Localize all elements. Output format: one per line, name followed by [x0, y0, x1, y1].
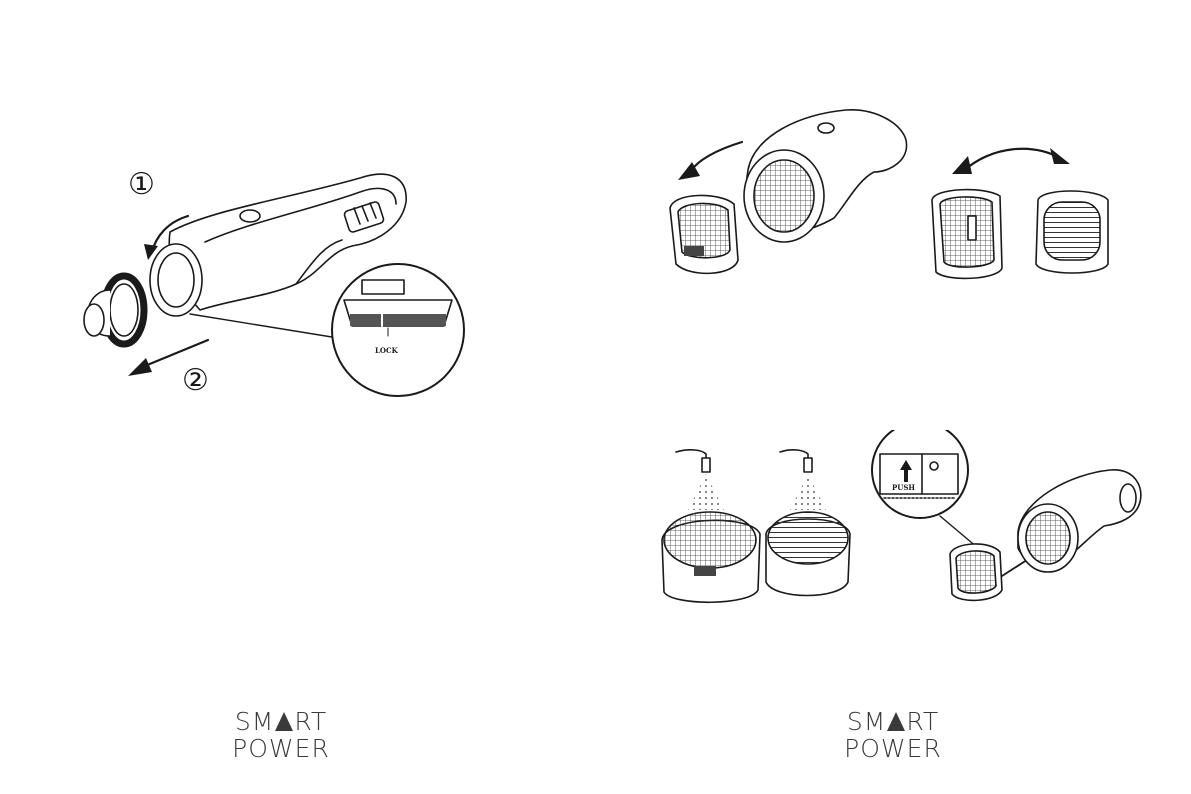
remove-cup-illustration: ① ② LOCK [60, 150, 510, 410]
lock-label: LOCK [375, 346, 399, 355]
push-label: PUSH [892, 483, 915, 492]
clean-reinstall-illustration: PUSH [650, 430, 1150, 630]
logo-a-triangle-icon [887, 712, 905, 731]
step-one-marker: ① [128, 167, 155, 202]
remove-filter-illustration [650, 100, 1120, 300]
step-two-marker: ② [182, 363, 209, 398]
logo-a-triangle-icon [275, 712, 293, 731]
